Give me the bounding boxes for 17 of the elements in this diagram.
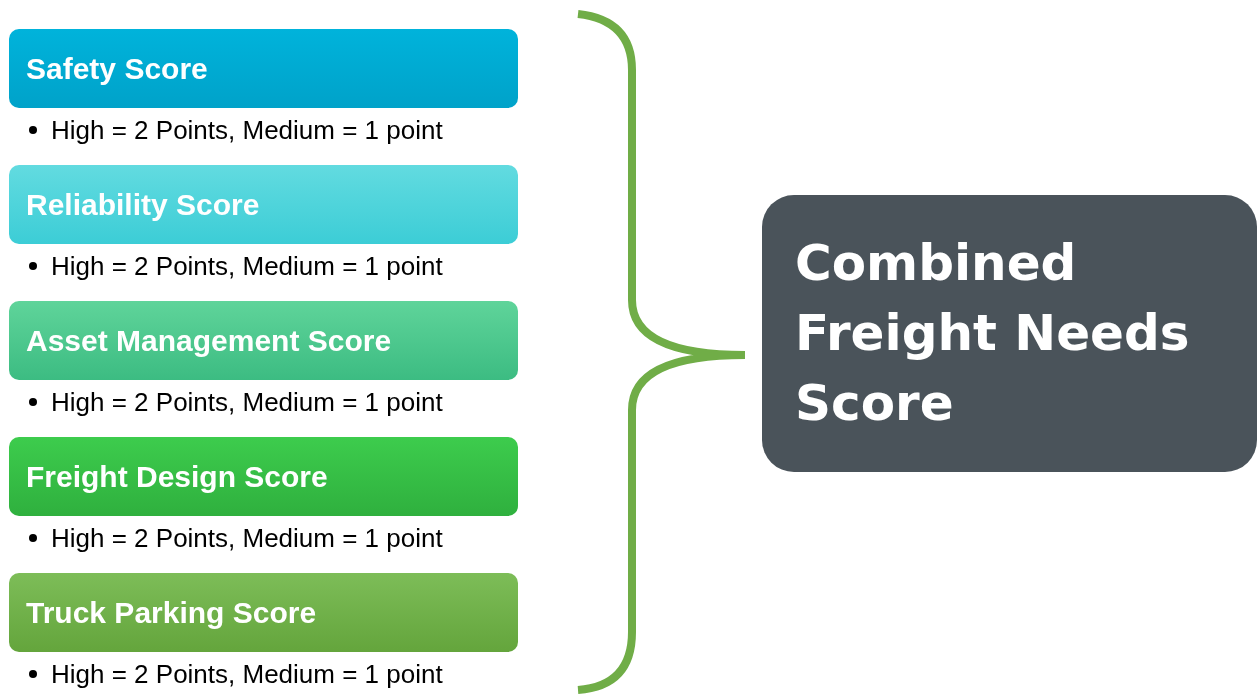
- points-rule: High = 2 Points, Medium = 1 point: [51, 522, 443, 554]
- result-box: [762, 195, 1257, 472]
- points-rule: High = 2 Points, Medium = 1 point: [51, 658, 443, 690]
- result-title: Combined Freight Needs Score: [795, 234, 1190, 432]
- score-title: Safety Score: [26, 51, 208, 86]
- score-title: Reliability Score: [26, 187, 260, 222]
- score-title: Freight Design Score: [26, 459, 328, 494]
- points-rule: High = 2 Points, Medium = 1 point: [51, 114, 443, 146]
- score-box: [9, 301, 518, 380]
- score-box: [9, 573, 518, 652]
- score-box: [9, 437, 518, 516]
- score-title: Truck Parking Score: [26, 595, 317, 630]
- score-title: Asset Management Score: [26, 323, 392, 358]
- points-rule: High = 2 Points, Medium = 1 point: [51, 250, 443, 282]
- score-box: [9, 165, 518, 244]
- points-rule: High = 2 Points, Medium = 1 point: [51, 386, 443, 418]
- score-box: [9, 29, 518, 108]
